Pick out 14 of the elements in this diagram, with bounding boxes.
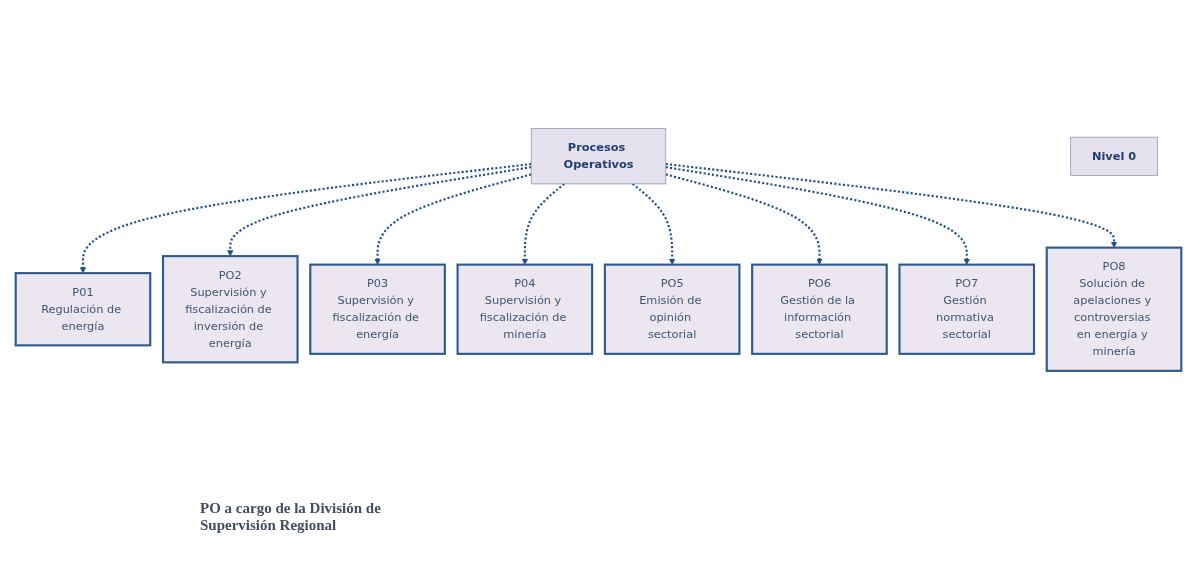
node-box bbox=[603, 263, 741, 356]
arrow bbox=[227, 166, 532, 257]
note: PO a cargo de la División de Supervisión Regional bbox=[200, 500, 382, 534]
node-box bbox=[1070, 137, 1158, 176]
node-box bbox=[14, 272, 152, 347]
node-box bbox=[456, 263, 594, 356]
arrow bbox=[79, 163, 532, 274]
node-box bbox=[530, 128, 667, 185]
node-box bbox=[898, 263, 1036, 356]
node-box bbox=[161, 255, 299, 364]
node-box bbox=[751, 263, 888, 356]
node-box bbox=[1045, 246, 1183, 373]
node-box bbox=[309, 263, 446, 356]
flowchart: Procesos Operativos Nivel 0 P01 Regulación de energía PO2 Supervisión y fiscalización de inversión de energía P03 Supervisión y fiscalización de energía P04 Supervisión y fiscalización de minería PO5 Emisión de opinión sectorial PO6 Gestión de la información sectorial PO7 Gestión normativa sectorial PO8 Solución de apelaciones y controversias en energía y minería bbox=[10, 123, 1187, 377]
